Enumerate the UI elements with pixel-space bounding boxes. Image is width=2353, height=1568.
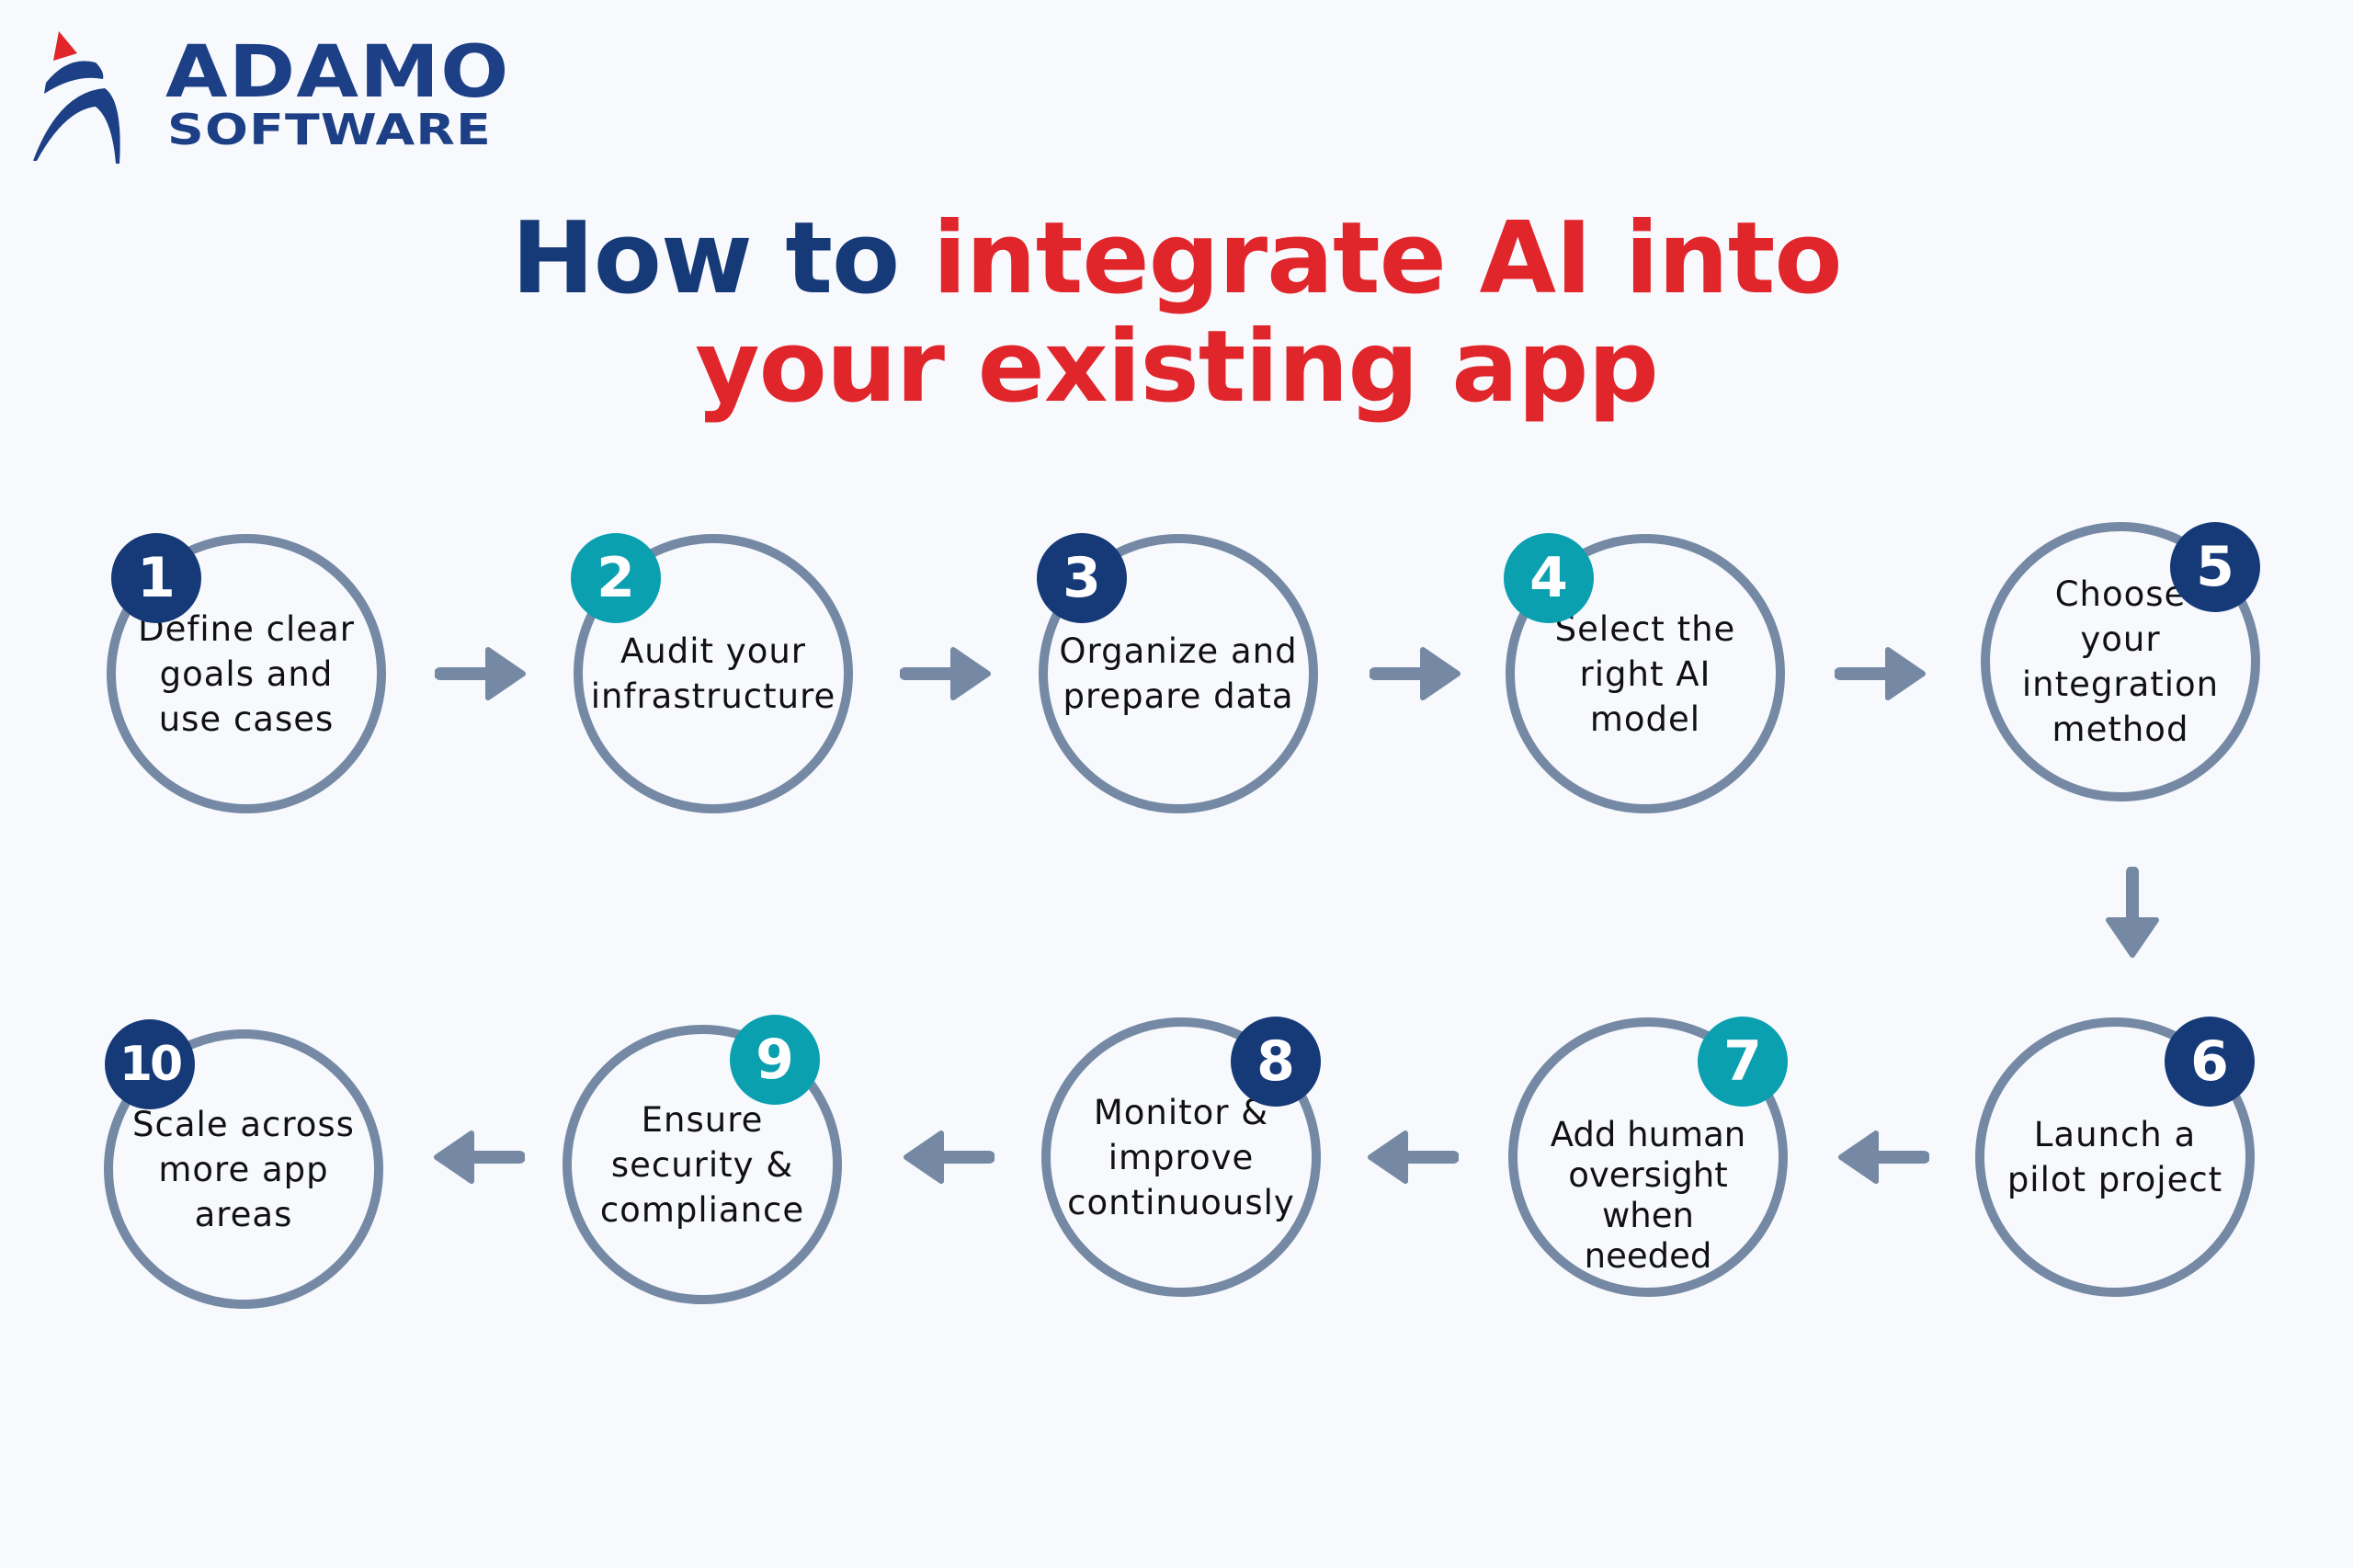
step-3: Organize and prepare data bbox=[1039, 534, 1318, 813]
step-number-badge: 5 bbox=[2170, 522, 2260, 612]
step-label: Organize and prepare data bbox=[1059, 631, 1298, 716]
logo-wordmark: ADAMO bbox=[165, 31, 510, 114]
step-label: Define clear goals and use cases bbox=[138, 608, 355, 739]
arrow-left-icon bbox=[1368, 1131, 1459, 1184]
arrow-right-icon bbox=[1835, 647, 1926, 700]
arrow-left-icon bbox=[904, 1131, 995, 1184]
step-6: Launch a pilot project bbox=[1975, 1017, 2255, 1297]
step-5: Choose your integration method bbox=[1981, 522, 2260, 801]
title-part1: How to bbox=[511, 201, 933, 316]
step-number-badge: 1 bbox=[111, 533, 201, 623]
arrow-down-icon bbox=[2106, 867, 2159, 958]
step-8: Monitor & improve continuously bbox=[1041, 1017, 1321, 1297]
arrow-right-icon bbox=[435, 647, 526, 700]
arrow-left-icon bbox=[434, 1131, 525, 1184]
step-number-badge: 6 bbox=[2165, 1017, 2255, 1107]
step-label: Select the right AI model bbox=[1554, 608, 1736, 739]
step-number-badge: 3 bbox=[1037, 533, 1127, 623]
step-number-badge: 7 bbox=[1698, 1017, 1788, 1107]
step-2: Audit your infrastructure bbox=[574, 534, 853, 813]
step-1: Define clear goals and use cases bbox=[107, 534, 386, 813]
step-4: Select the right AI model bbox=[1506, 534, 1785, 813]
step-label: Scale across more app areas bbox=[132, 1104, 355, 1234]
step-9: Ensure security & compliance bbox=[563, 1025, 842, 1304]
step-number-badge: 4 bbox=[1504, 533, 1594, 623]
title-part2: integrate AI into bbox=[932, 201, 1843, 316]
step-label: Choose your integration method bbox=[2021, 574, 2220, 749]
logo-mark-icon bbox=[33, 31, 120, 164]
arrow-right-icon bbox=[1370, 647, 1461, 700]
step-number-badge: 10 bbox=[105, 1019, 195, 1109]
arrow-left-icon bbox=[1838, 1131, 1929, 1184]
step-number-badge: 8 bbox=[1231, 1017, 1321, 1107]
page-title: How to integrate AI into bbox=[0, 210, 2353, 309]
step-10: Scale across more app areas bbox=[104, 1029, 383, 1309]
step-7: Add human oversight when needed bbox=[1508, 1017, 1788, 1297]
step-label: Audit your infrastructure bbox=[590, 631, 836, 716]
page-title-line2: your existing app bbox=[695, 310, 1659, 425]
step-label: Ensure security & compliance bbox=[599, 1099, 805, 1230]
step-label: Add human oversight when needed bbox=[1550, 1115, 1746, 1276]
arrow-right-icon bbox=[900, 647, 991, 700]
step-number-badge: 9 bbox=[730, 1015, 820, 1105]
step-number-badge: 2 bbox=[571, 533, 661, 623]
logo-subtitle: SOFTWARE bbox=[167, 105, 492, 154]
step-label: Monitor & improve continuously bbox=[1067, 1092, 1295, 1222]
step-label: Launch a pilot project bbox=[2006, 1115, 2223, 1199]
